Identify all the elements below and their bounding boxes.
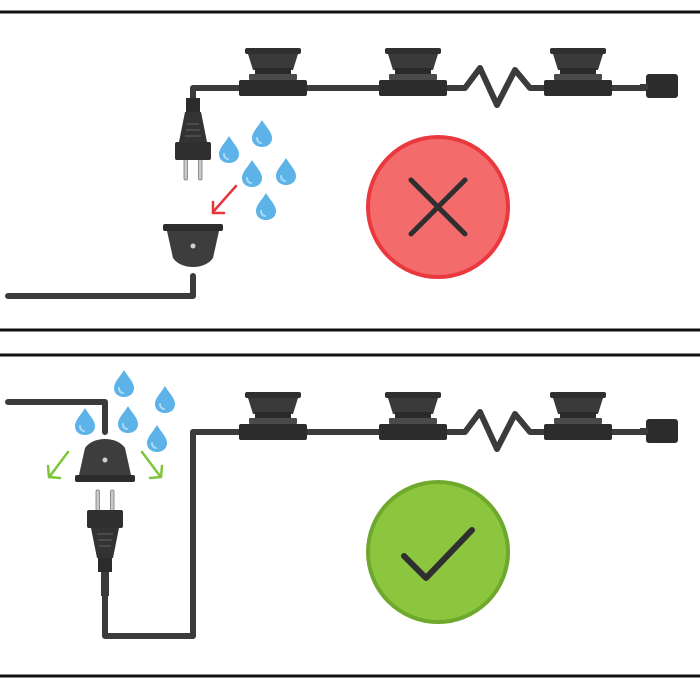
panel-incorrect <box>0 10 700 332</box>
end-cap <box>640 74 678 98</box>
water-drop-icon <box>218 135 240 164</box>
arrow-icon <box>46 450 70 480</box>
end-cap <box>640 419 678 443</box>
light-fixture <box>239 392 307 440</box>
plug-cable <box>101 572 109 596</box>
water-drop-icon <box>117 405 139 434</box>
light-fixture <box>379 48 447 96</box>
arrow-icon <box>140 450 164 480</box>
arrow-icon <box>211 184 238 215</box>
light-fixture <box>239 48 307 96</box>
water-drop-icon <box>251 119 273 148</box>
x-mark-icon <box>366 135 510 279</box>
light-fixture <box>379 392 447 440</box>
plug <box>174 97 212 181</box>
socket-connector <box>75 439 135 482</box>
water-drop-icon <box>241 159 263 188</box>
socket-connector <box>163 224 223 267</box>
light-fixture <box>544 48 612 96</box>
light-fixture <box>544 392 612 440</box>
water-drop-icon <box>154 385 176 414</box>
check-mark-icon <box>366 480 510 624</box>
water-drop-icon <box>74 407 96 436</box>
panel-correct <box>0 353 700 678</box>
cable <box>5 65 651 299</box>
water-drop-icon <box>275 157 297 186</box>
plug <box>86 489 124 573</box>
water-drop-icon <box>113 369 135 398</box>
water-drop-icon <box>255 192 277 221</box>
water-drop-icon <box>146 424 168 453</box>
